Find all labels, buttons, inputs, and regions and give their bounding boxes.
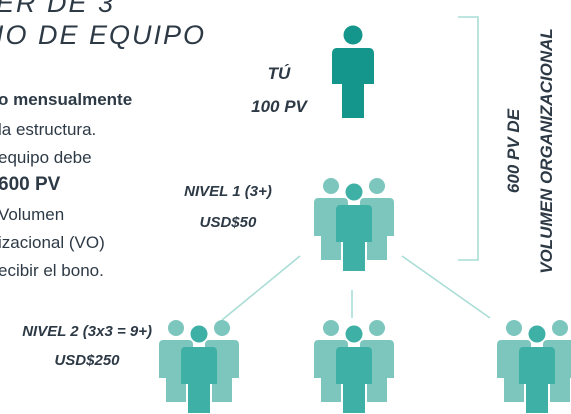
level1-label: NIVEL 1 (3+) USD$50 bbox=[172, 182, 284, 233]
top-label-line-2: 100 PV bbox=[251, 97, 307, 116]
body-line-3: equipo debe bbox=[0, 148, 92, 167]
volume-label-line-1: 600 PV DE bbox=[504, 108, 523, 194]
body-line-6: izacional (VO) bbox=[0, 233, 105, 252]
group-icon-level2-right bbox=[497, 320, 571, 413]
level2-label: NIVEL 2 (3x3 = 9+) USD$250 bbox=[22, 322, 152, 371]
connector-line-right bbox=[401, 255, 491, 319]
title-line-1: ER DE 3 bbox=[0, 0, 116, 18]
title-line-2: IO DE EQUIPO bbox=[0, 20, 207, 50]
level1-label-line-2: USD$50 bbox=[199, 214, 257, 231]
group-icon-level2-center bbox=[314, 320, 394, 413]
body-line-1: o mensualmente bbox=[0, 90, 133, 109]
connector-line-left bbox=[221, 255, 301, 321]
body-line-2: la estructura. bbox=[0, 120, 97, 139]
group-icon-level1 bbox=[314, 178, 394, 271]
volume-bracket bbox=[458, 16, 479, 261]
top-label: TÚ 100 PV bbox=[238, 62, 320, 119]
person-icon bbox=[332, 25, 374, 118]
top-label-line-1: TÚ bbox=[267, 64, 291, 83]
volume-label-line-2: VOLUMEN ORGANIZACIONAL bbox=[537, 28, 556, 274]
body-line-7: ecibir el bono. bbox=[0, 261, 104, 280]
level2-label-line-2: USD$250 bbox=[54, 352, 120, 369]
body-line-4: 600 PV bbox=[0, 174, 61, 195]
level1-label-line-1: NIVEL 1 (3+) bbox=[184, 183, 272, 200]
body-line-5: Volumen bbox=[0, 205, 65, 224]
group-icon-level2-left bbox=[159, 320, 239, 413]
level2-label-line-1: NIVEL 2 (3x3 = 9+) bbox=[22, 323, 152, 340]
